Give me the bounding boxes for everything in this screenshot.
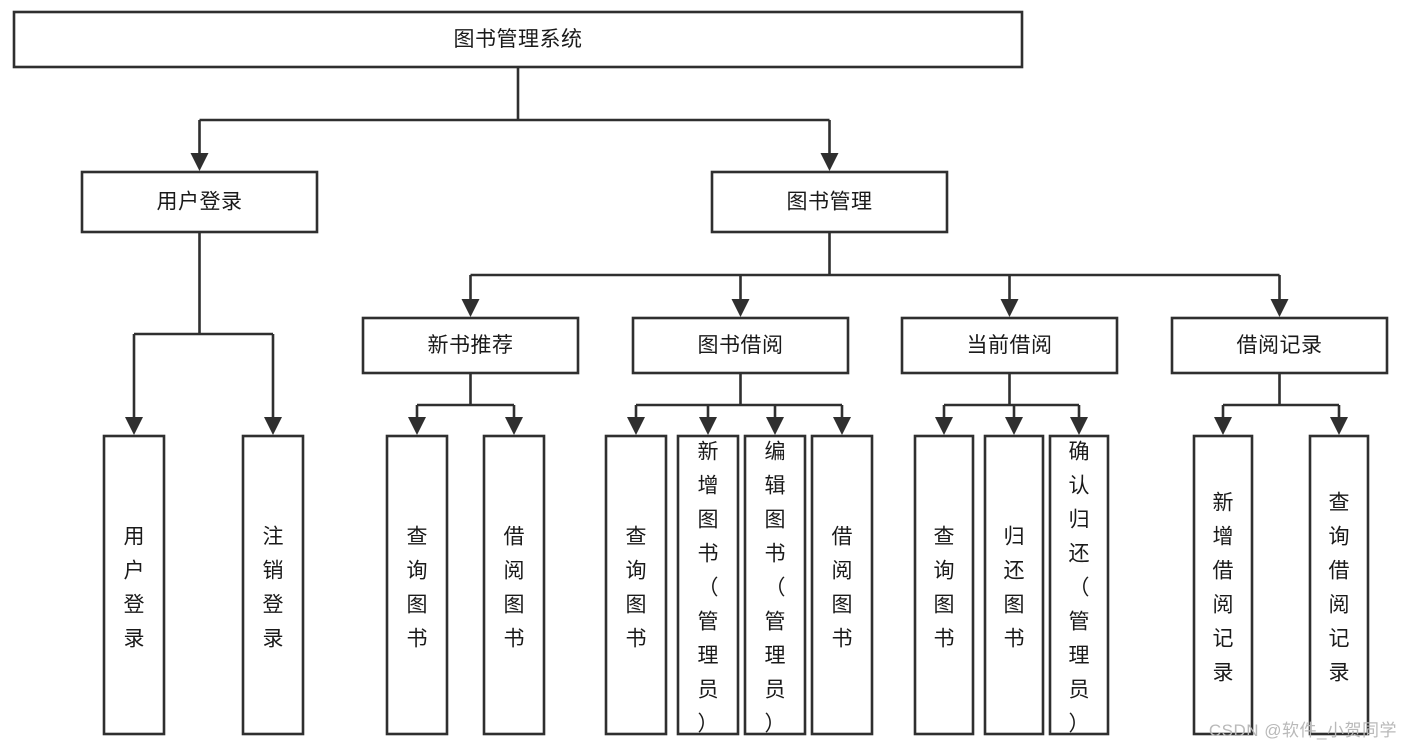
node-box[interactable]: [810, 434, 874, 736]
edge-arrowhead: [699, 417, 717, 435]
edge-arrowhead: [1214, 417, 1232, 435]
node-label: 新增借阅记录: [1213, 492, 1234, 685]
node-leaf-borrow-borrow-book[interactable]: 借阅图书: [810, 434, 874, 736]
node-box[interactable]: [1170, 316, 1389, 375]
node-leaf-user-logout[interactable]: 注销登录: [241, 434, 305, 736]
node-box[interactable]: [80, 170, 319, 234]
edge-arrowhead: [408, 417, 426, 435]
node-leaf-user-login[interactable]: 用户登录: [102, 434, 166, 736]
node-label: 确认归还（管理员）: [1069, 441, 1090, 736]
node-l3-new-book-rec[interactable]: 新书推荐: [361, 316, 580, 375]
node-leaf-borrow-edit-book[interactable]: 编辑图书（管理员）: [743, 434, 807, 736]
node-box[interactable]: [241, 434, 305, 736]
node-label: 注销登录: [263, 526, 284, 651]
node-box[interactable]: [913, 434, 975, 736]
edge-arrowhead: [1070, 417, 1088, 435]
node-label: 当前借阅: [967, 334, 1053, 357]
node-box[interactable]: [1192, 434, 1254, 736]
edge-arrowhead: [935, 417, 953, 435]
edge-arrowhead: [731, 299, 750, 317]
node-box[interactable]: [631, 316, 850, 375]
edge-arrowhead: [125, 417, 143, 435]
node-label: 图书管理系统: [454, 28, 583, 51]
node-box[interactable]: [12, 10, 1024, 69]
node-l3-borrow-record[interactable]: 借阅记录: [1170, 316, 1389, 375]
node-label: 归还图书: [1004, 526, 1025, 651]
node-box[interactable]: [1308, 434, 1370, 736]
node-leaf-borrow-query-book[interactable]: 查询图书: [604, 434, 668, 736]
node-box[interactable]: [676, 434, 740, 736]
edge-arrowhead: [766, 417, 784, 435]
node-box[interactable]: [604, 434, 668, 736]
node-root[interactable]: 图书管理系统: [12, 10, 1024, 69]
node-label: 图书管理: [787, 191, 873, 214]
node-label: 借阅图书: [832, 526, 853, 651]
node-label: 用户登录: [124, 526, 145, 651]
node-box[interactable]: [361, 316, 580, 375]
node-leaf-cur-confirm-return[interactable]: 确认归还（管理员）: [1048, 434, 1110, 736]
node-l3-book-borrow[interactable]: 图书借阅: [631, 316, 850, 375]
node-label: 查询图书: [407, 526, 428, 651]
node-leaf-cur-return-book[interactable]: 归还图书: [983, 434, 1045, 736]
edge-arrowhead: [820, 153, 839, 171]
node-l2-book-manage[interactable]: 图书管理: [710, 170, 949, 234]
edge-arrowhead: [505, 417, 523, 435]
node-label: 查询图书: [934, 526, 955, 651]
node-box[interactable]: [710, 170, 949, 234]
edge-arrowhead: [627, 417, 645, 435]
edge-arrowhead: [1005, 417, 1023, 435]
node-l2-user-login[interactable]: 用户登录: [80, 170, 319, 234]
node-leaf-rec-borrow-book[interactable]: 借阅图书: [482, 434, 546, 736]
edge-arrowhead: [461, 299, 480, 317]
node-box[interactable]: [900, 316, 1119, 375]
node-leaf-cur-query-book[interactable]: 查询图书: [913, 434, 975, 736]
node-leaf-rec-query-book[interactable]: 查询图书: [385, 434, 449, 736]
node-label: 查询图书: [626, 526, 647, 651]
edge-arrowhead: [1330, 417, 1348, 435]
node-leaf-rec-query-record[interactable]: 查询借阅记录: [1308, 434, 1370, 736]
node-box[interactable]: [1048, 434, 1110, 736]
edge-arrowhead: [1000, 299, 1019, 317]
edge-arrowhead: [190, 153, 209, 171]
node-label: 用户登录: [157, 191, 243, 214]
node-label: 借阅图书: [504, 526, 525, 651]
node-label: 新增图书（管理员）: [698, 441, 719, 736]
node-label: 图书借阅: [698, 334, 784, 357]
edge-arrowhead: [1270, 299, 1289, 317]
edge-arrowhead: [264, 417, 282, 435]
node-label: 查询借阅记录: [1329, 492, 1350, 685]
connector-layer: [125, 67, 1348, 435]
edge-arrowhead: [833, 417, 851, 435]
node-l3-current-borrow[interactable]: 当前借阅: [900, 316, 1119, 375]
node-box[interactable]: [385, 434, 449, 736]
node-box[interactable]: [983, 434, 1045, 736]
node-label: 新书推荐: [428, 334, 514, 357]
node-layer: 图书管理系统用户登录图书管理新书推荐图书借阅当前借阅借阅记录用户登录注销登录查询…: [12, 10, 1389, 736]
node-box[interactable]: [482, 434, 546, 736]
node-label: 编辑图书（管理员）: [765, 441, 786, 736]
node-box[interactable]: [743, 434, 807, 736]
node-box[interactable]: [102, 434, 166, 736]
node-leaf-borrow-add-book[interactable]: 新增图书（管理员）: [676, 434, 740, 736]
node-label: 借阅记录: [1237, 334, 1323, 357]
csdn-watermark: CSDN @软件_小贺同学: [1208, 721, 1397, 740]
node-leaf-rec-add-record[interactable]: 新增借阅记录: [1192, 434, 1254, 736]
